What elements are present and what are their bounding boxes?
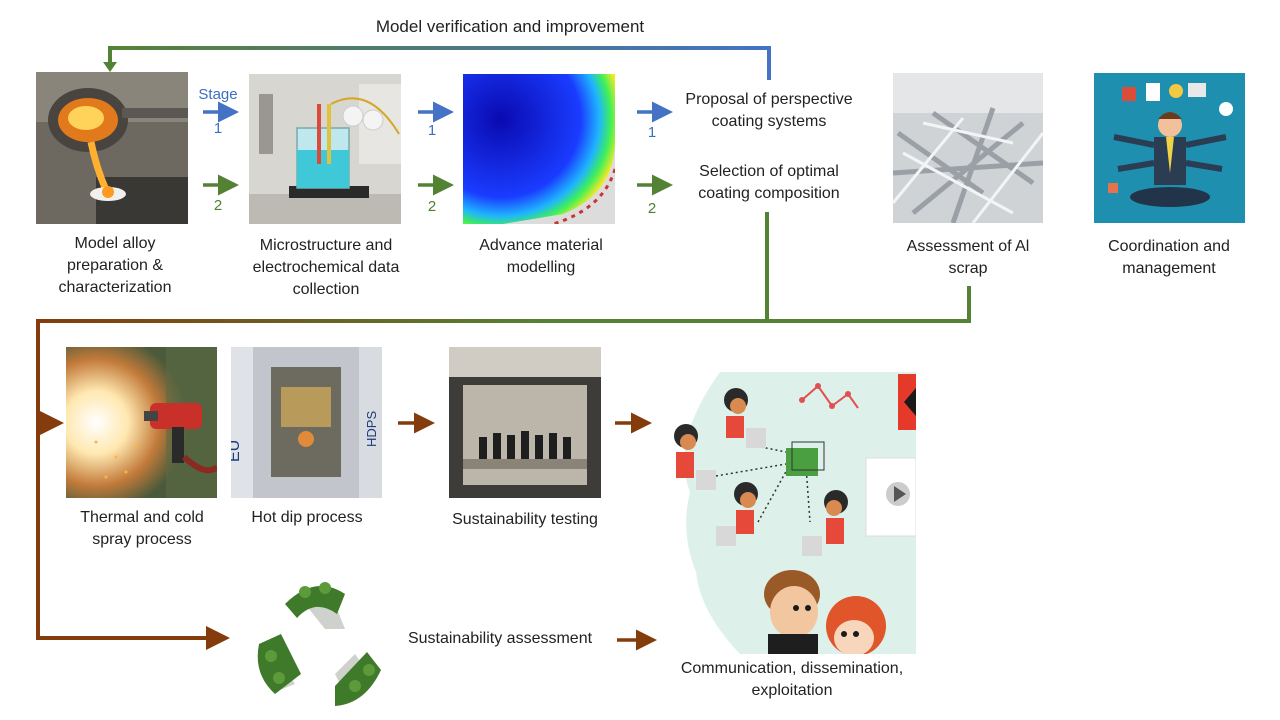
people-network-illustration [660,372,916,654]
electrochemical-cell-photo [249,74,401,224]
stage1-number-a: 1 [213,120,223,137]
spray-gun-photo [66,347,217,498]
sustainability-assessment-label: Sustainability assessment [407,630,593,647]
stage2-number-a: 2 [213,197,223,214]
tree-recycle-symbol [245,574,385,714]
feedback-loop-line [108,46,771,80]
stage1-number-c: 1 [647,124,657,141]
stage-label: Stage [198,86,238,103]
scrap-label: Assessment of Al scrap [906,238,1030,277]
stage2-number-b: 2 [427,198,437,215]
hot-dip-label: Hot dip process [251,509,363,526]
manager-multitasking-illustration [1094,73,1245,223]
salt-spray-chamber-photo [449,347,601,498]
svg-text:EU: EU [231,440,243,462]
spray-process-label: Thermal and cold spray process [80,509,204,548]
sustainability-testing-label: Sustainability testing [452,511,598,528]
stage1-number-b: 1 [427,122,437,139]
feedback-loop-arrowhead [103,62,117,72]
aluminium-scrap-photo [893,73,1043,223]
feedback-loop-label: Model verification and improvement [375,17,645,36]
modelling-label: Advance material modelling [479,237,603,276]
alloy-preparation-label: Model alloy preparation & characterizati… [58,235,172,296]
selection-label: Selection of optimal coating composition [698,163,840,202]
material-simulation-heatmap [463,74,615,224]
hot-dip-machine-photo: EU HDPS [231,347,382,498]
coordination-label: Coordination and management [1108,238,1230,277]
communication-label: Communication, dissemination, exploitati… [680,660,904,699]
stage2-number-c: 2 [647,200,657,217]
microstructure-label: Microstructure and electrochemical data … [252,237,400,298]
proposal-label: Proposal of perspective coating systems [685,91,853,130]
svg-text:HDPS: HDPS [364,411,379,447]
pouring-molten-metal-photo [36,72,188,224]
